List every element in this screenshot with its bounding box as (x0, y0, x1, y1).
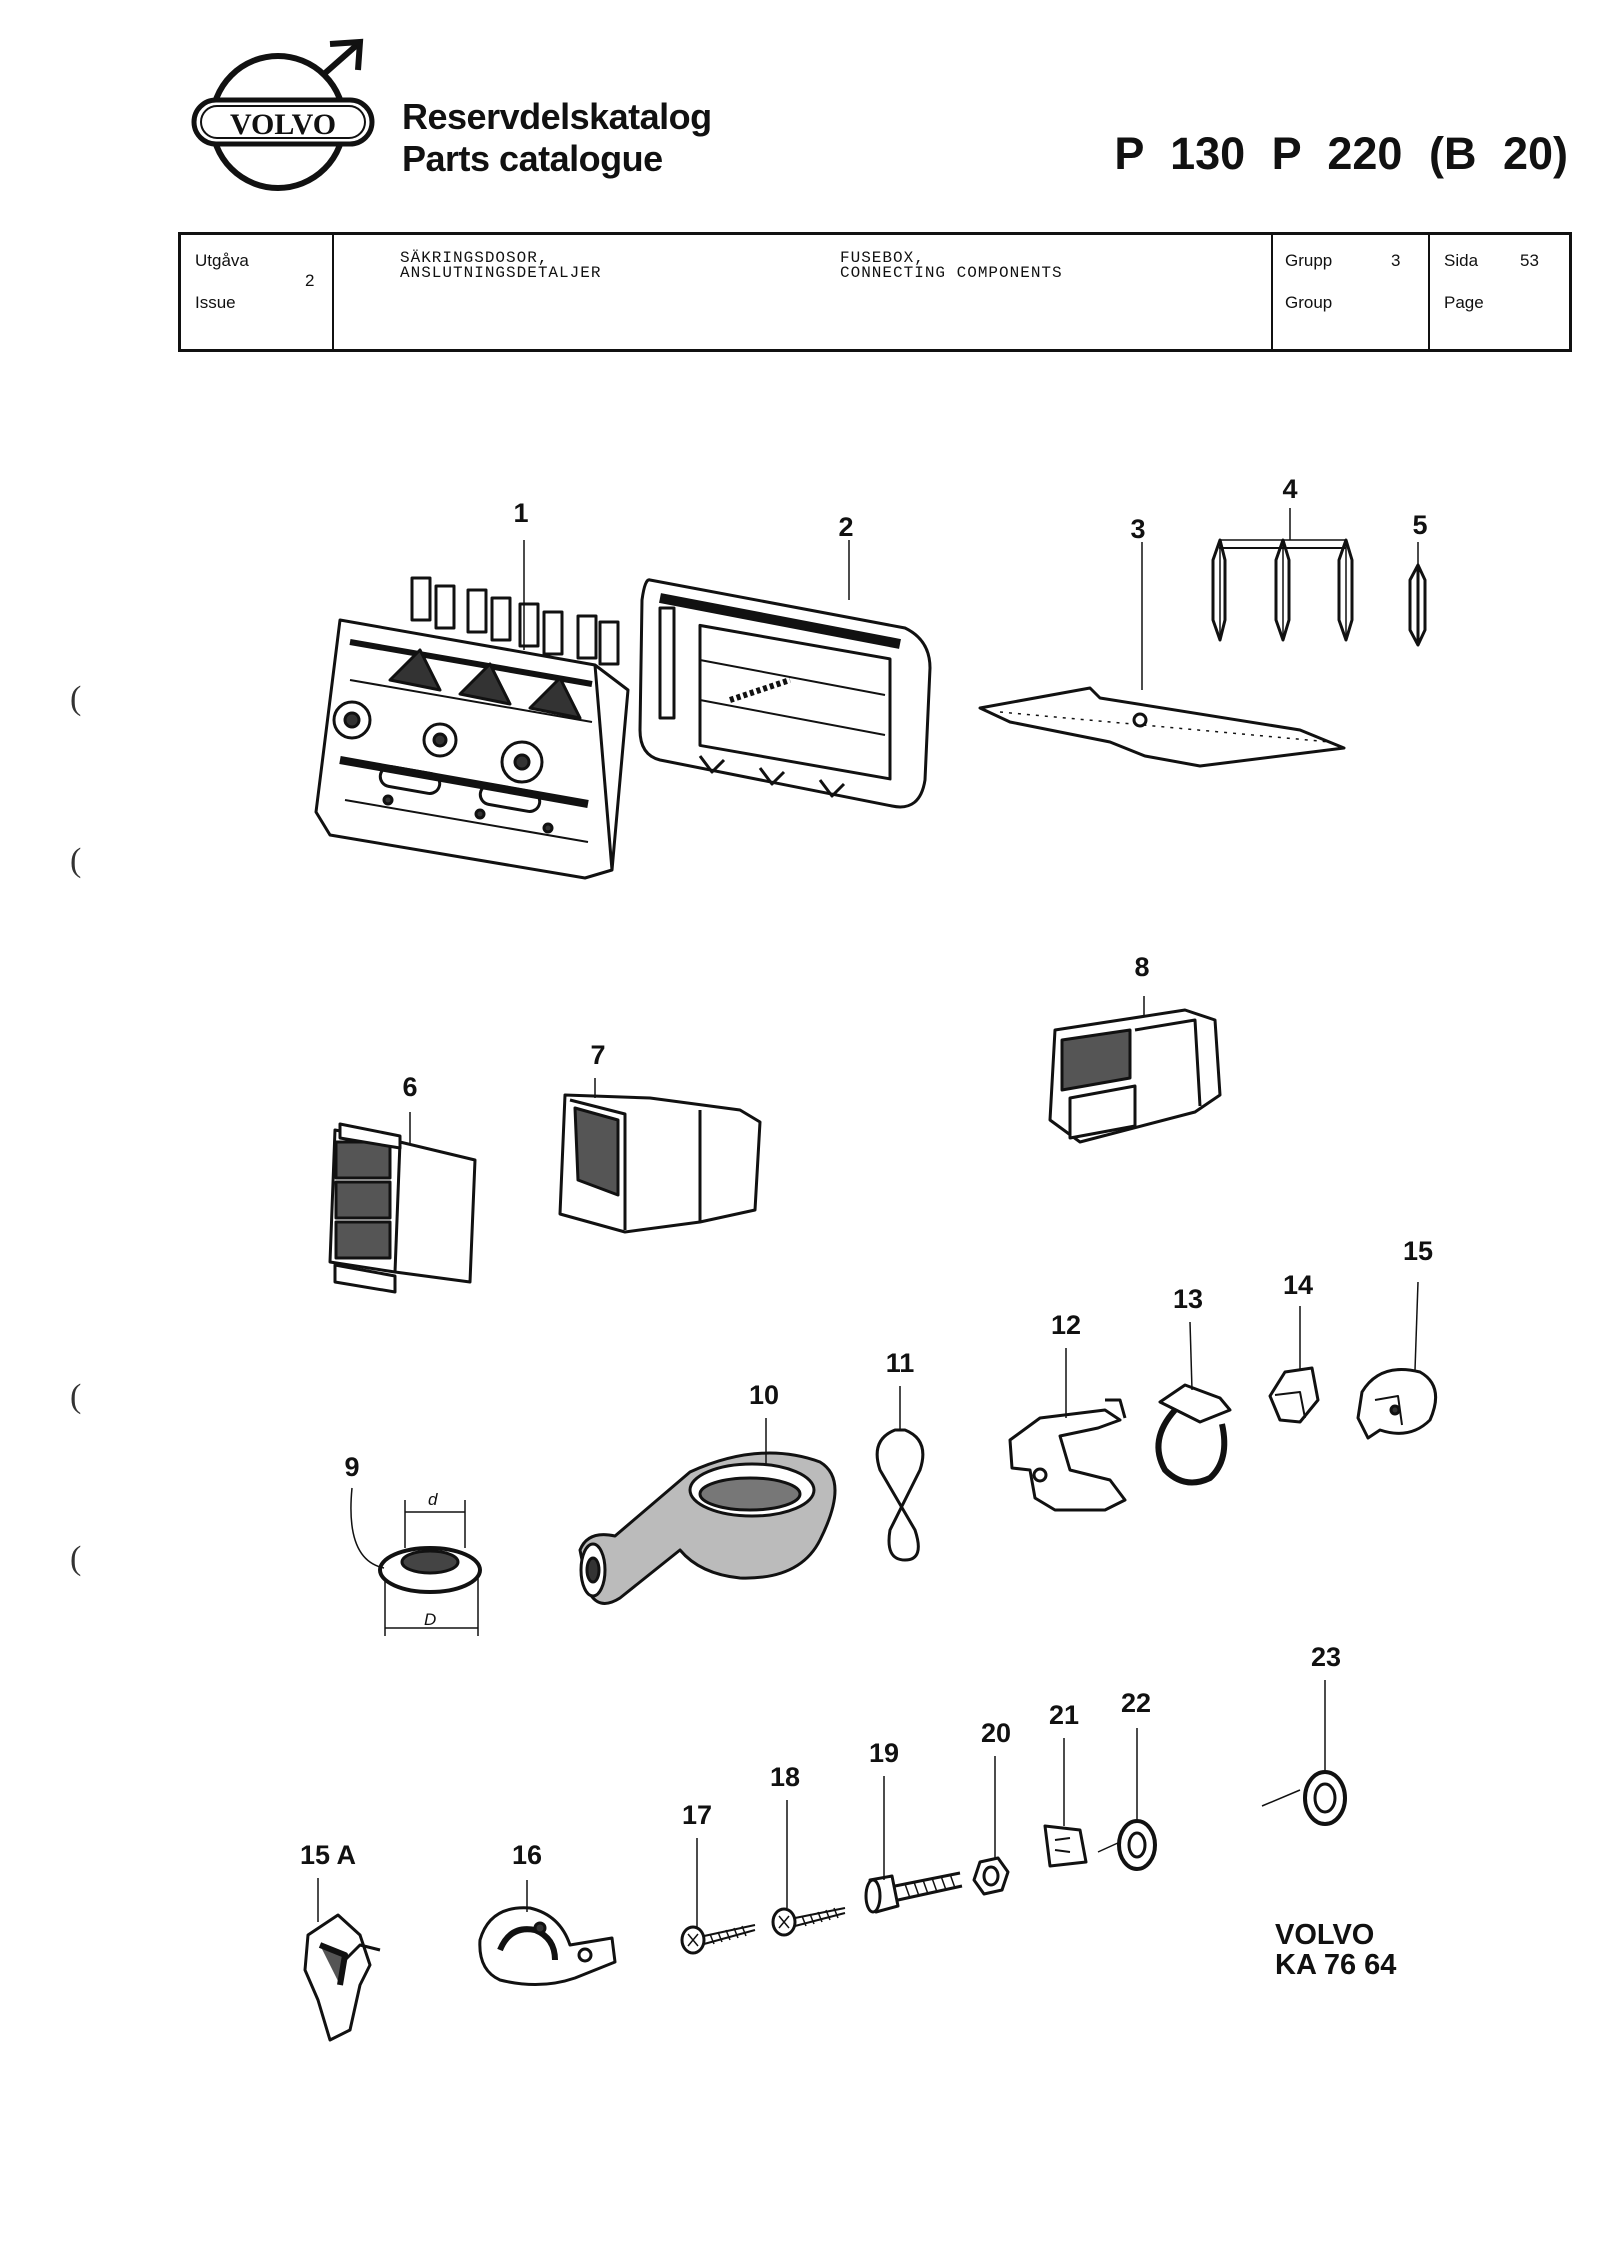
group-value: 3 (1391, 251, 1401, 270)
issue-label-en: Issue (195, 293, 236, 312)
callout-18: 18 (769, 1762, 801, 1792)
callout-20: 20 (980, 1718, 1012, 1748)
callout-10: 10 (748, 1380, 780, 1410)
description-cell: SÄKRINGSDOSOR, ANSLUTNINGSDETALJER FUSEB… (334, 235, 1273, 349)
cable-clamp (478, 1906, 617, 1987)
spring-clip (1008, 1398, 1127, 1512)
callout-7: 7 (590, 1040, 606, 1070)
margin-mark: ( (70, 1378, 82, 1415)
fuses-set (1211, 538, 1354, 642)
callout-5: 5 (1412, 510, 1428, 540)
margin-mark: ( (70, 680, 82, 717)
callout-15: 15 (1402, 1236, 1434, 1266)
header-info-table: Utgåva Issue 2 SÄKRINGSDOSOR, ANSLUTNING… (178, 232, 1572, 352)
callout-13: 13 (1172, 1284, 1204, 1314)
callout-6: 6 (402, 1072, 418, 1102)
model-designation: P 130 P 220 (B 20) (1114, 128, 1568, 179)
fuse-box-base (314, 576, 630, 880)
description-english: FUSEBOX, CONNECTING COMPONENTS (840, 249, 1063, 282)
callout-12: 12 (1050, 1310, 1082, 1340)
dimension-inner: d (428, 1490, 438, 1509)
group-label-en: Group (1285, 293, 1333, 312)
description-swedish: SÄKRINGSDOSOR, ANSLUTNINGSDETALJER (400, 249, 602, 282)
hose-clamp (1155, 1383, 1232, 1486)
issue-cell: Utgåva Issue 2 (181, 235, 334, 349)
callout-17: 17 (681, 1800, 713, 1830)
callout-4: 4 (1282, 474, 1298, 504)
issue-value: 2 (305, 271, 315, 290)
screw-17 (680, 1924, 756, 1955)
bolt (864, 1871, 963, 1914)
callout-21: 21 (1048, 1700, 1080, 1730)
connector-housing-7 (558, 1093, 762, 1234)
grommet (378, 1500, 482, 1636)
washer-22 (1097, 1819, 1157, 1871)
reference-brand: VOLVO (1275, 1919, 1375, 1951)
callout-9: 9 (344, 1452, 360, 1482)
cable-clip-14 (1268, 1366, 1320, 1424)
cable-clip-15 (1356, 1368, 1438, 1440)
single-fuse (1408, 563, 1427, 647)
page-value: 53 (1520, 251, 1539, 270)
volvo-logo: VOLVO (191, 38, 375, 191)
wire-loop (875, 1428, 925, 1562)
callout-1: 1 (513, 498, 529, 528)
issue-label-sv: Utgåva (195, 251, 249, 270)
insulating-plate (978, 686, 1346, 768)
leader-lines (317, 508, 1419, 1928)
callout-19: 19 (868, 1738, 900, 1768)
title-english: Parts catalogue (402, 138, 663, 179)
group-cell: Grupp Group 3 (1273, 235, 1430, 349)
drawing-reference: VOLVO KA 76 64 (1275, 1920, 1396, 1980)
reference-code: KA 76 64 (1275, 1949, 1397, 1981)
callout-23: 23 (1310, 1642, 1342, 1672)
nut (972, 1856, 1010, 1896)
cable-clip-15a (303, 1913, 381, 2042)
screw-18 (771, 1907, 846, 1937)
page-label-en: Page (1444, 293, 1484, 312)
contact-plate (1043, 1824, 1088, 1868)
dimension-outer: D (424, 1610, 437, 1629)
catalogue-title: Reservdelskatalog Parts catalogue (402, 96, 712, 180)
callout-16: 16 (511, 1840, 543, 1870)
callout-2: 2 (838, 512, 854, 542)
margin-mark: ( (70, 1540, 82, 1577)
logo-brand-text: VOLVO (230, 108, 336, 141)
fuse-box-cover (638, 578, 932, 809)
callout-11: 11 (885, 1348, 915, 1378)
sleeve-23 (1261, 1770, 1347, 1826)
group-label-sv: Grupp (1285, 251, 1333, 270)
connector-housing-6 (328, 1122, 477, 1294)
callout-3: 3 (1130, 514, 1146, 544)
page-cell: Sida Page 53 (1430, 235, 1569, 349)
page-label-sv: Sida (1444, 251, 1479, 270)
callout-15a: 15 A (299, 1840, 357, 1870)
title-swedish: Reservdelskatalog (402, 96, 712, 137)
connector-housing-8 (1048, 1008, 1222, 1144)
margin-mark: ( (70, 842, 82, 879)
callout-22: 22 (1120, 1688, 1152, 1718)
callout-8: 8 (1134, 952, 1150, 982)
callout-14: 14 (1282, 1270, 1314, 1300)
rubber-boot (578, 1451, 837, 1605)
